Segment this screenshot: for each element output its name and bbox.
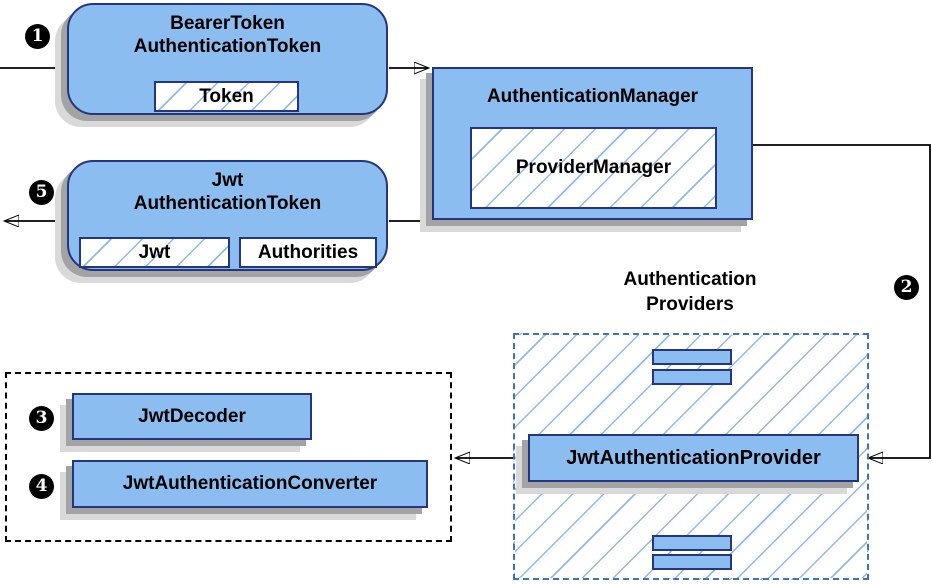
step-1-badge: 1 [25, 24, 50, 49]
jwt-token-title: Jwt AuthenticationToken [69, 162, 386, 215]
provider-manager-chip: ProviderManager [470, 127, 717, 209]
jwt-token-title-line1: Jwt [211, 170, 244, 191]
step-2-badge: 2 [894, 275, 919, 300]
authentication-manager-title: AuthenticationManager [486, 86, 699, 107]
bearer-token-title-line1: BearerToken [170, 13, 285, 34]
authentication-providers-label-line1: Authentication [623, 269, 757, 290]
bearer-token-title: BearerToken AuthenticationToken [69, 5, 386, 58]
jwt-authentication-provider-node: JwtAuthenticationProvider [528, 434, 859, 482]
authentication-providers-label: Authentication Providers [580, 267, 800, 317]
bearer-token-title-line2: AuthenticationToken [133, 36, 322, 57]
decoder-converter-group [5, 372, 452, 542]
step-3-badge: 3 [29, 406, 54, 431]
authentication-providers-label-line2: Providers [646, 294, 734, 315]
jwt-token-title-line2: AuthenticationToken [133, 193, 322, 214]
step-5-badge: 5 [29, 180, 54, 205]
authentication-manager-node: AuthenticationManager ProviderManager [432, 67, 753, 220]
jwt-authentication-converter-node: JwtAuthenticationConverter [72, 460, 428, 508]
other-provider-placeholder [652, 369, 732, 385]
token-chip: Token [154, 81, 299, 112]
other-provider-placeholder [652, 535, 732, 551]
step-4-badge: 4 [29, 474, 54, 499]
jwt-authentication-token-node: Jwt AuthenticationToken Jwt Authorities [67, 160, 388, 271]
jwt-decoder-node: JwtDecoder [72, 393, 312, 440]
bearer-token-authentication-token-node: BearerToken AuthenticationToken Token [67, 3, 388, 115]
other-provider-placeholder [652, 554, 732, 570]
other-provider-placeholder [652, 349, 732, 365]
jwt-chip: Jwt [79, 237, 230, 268]
authorities-chip: Authorities [239, 237, 377, 268]
